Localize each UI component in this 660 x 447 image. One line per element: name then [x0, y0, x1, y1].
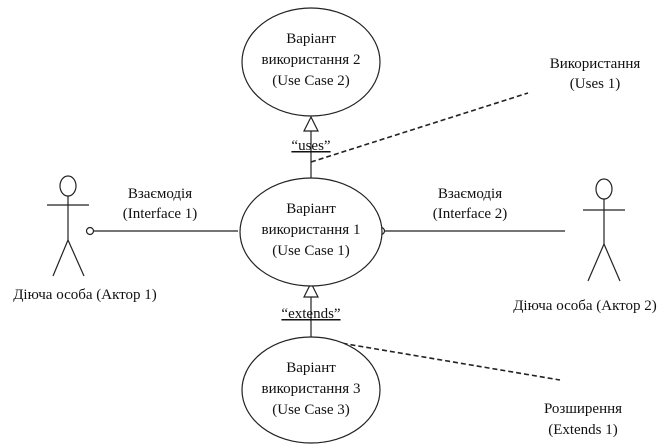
actor-2-head-icon	[595, 178, 613, 200]
use-case-3-label-3: (Use Case 3)	[272, 402, 349, 418]
use-case-3-label-1: Варіант	[286, 360, 336, 376]
use-case-1-label-2: використання 1	[262, 222, 361, 238]
actor-2-label: Дiюча особа (Актор 2)	[513, 298, 657, 314]
uses-note-label-1: Використання	[550, 56, 641, 72]
uses-note-link	[310, 92, 529, 163]
use-case-1-label-1: Варіант	[286, 201, 336, 217]
use-case-2[interactable]	[241, 7, 381, 117]
actor-2-left-leg	[587, 243, 605, 282]
use-case-1-label-3: (Use Case 1)	[272, 243, 349, 259]
uses-stereotype: “uses”	[291, 138, 330, 154]
interface1-lollipop	[85, 226, 95, 236]
extends-note-label-2: (Extends 1)	[548, 422, 618, 438]
uses-arrowhead	[303, 115, 319, 132]
interface1-label-1: Взаємодія	[128, 186, 192, 202]
use-case-3-label-2: використання 3	[262, 381, 361, 397]
interface1-label-2: (Interface 1)	[123, 206, 198, 222]
actor-1-head-icon	[59, 175, 77, 197]
actor-2[interactable]	[583, 178, 625, 282]
actor-1-left-leg	[52, 239, 69, 277]
extends-arrowhead	[303, 281, 319, 298]
interface2-label-1: Взаємодія	[438, 186, 502, 202]
extends-note-link	[310, 337, 561, 381]
use-case-2-label-2: використання 2	[262, 52, 361, 68]
use-case-3[interactable]	[241, 336, 381, 444]
use-case-2-label-3: (Use Case 2)	[272, 73, 349, 89]
actor-1-right-leg	[67, 239, 85, 277]
use-case-2-label-1: Варіант	[286, 31, 336, 47]
use-case-1[interactable]	[239, 177, 383, 287]
actor-2-right-leg	[603, 243, 621, 282]
extends-note-label-1: Розширення	[544, 401, 622, 417]
extends-stereotype: “extends”	[281, 306, 340, 322]
interface2-label-2: (Interface 2)	[433, 206, 508, 222]
actor-1-label: Дiюча особа (Актор 1)	[13, 287, 157, 303]
actor-1[interactable]	[47, 175, 89, 277]
uses-note-label-2: (Uses 1)	[570, 76, 620, 92]
